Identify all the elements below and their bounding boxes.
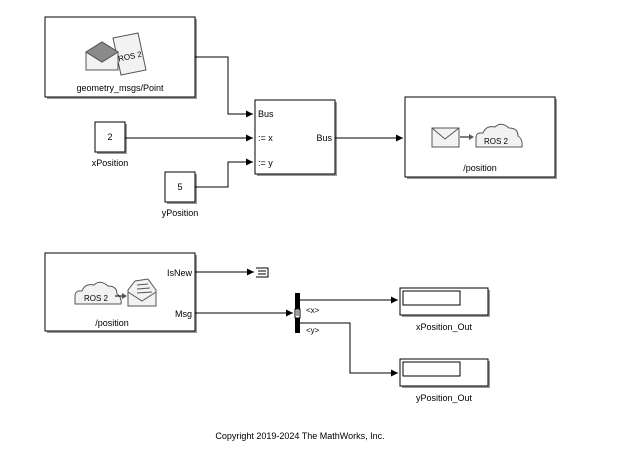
- bus-assignment-in-bus: Bus: [258, 109, 274, 119]
- x-position-constant[interactable]: 2 xPosition: [92, 121, 129, 168]
- bus-signal-line[interactable]: [195, 56, 253, 118]
- y-out-signal-line[interactable]: [300, 322, 398, 377]
- publisher-topic-label: /position: [463, 163, 497, 173]
- x-display-label: xPosition_Out: [416, 322, 473, 332]
- blank-message-label: geometry_msgs/Point: [76, 83, 164, 93]
- y-constant-value: 5: [177, 182, 182, 192]
- y-display-label: yPosition_Out: [416, 393, 473, 403]
- ros2-message-icon: ROS 2: [85, 32, 147, 76]
- y-position-constant[interactable]: 5 yPosition: [162, 171, 199, 218]
- bus-selector-out-y: <y>: [306, 326, 320, 335]
- ros2-publish-icon: ROS 2: [431, 123, 523, 148]
- y-position-out-display[interactable]: yPosition_Out: [399, 358, 490, 403]
- subscriber-port-msg: Msg: [175, 309, 192, 319]
- y-signal-line[interactable]: [195, 158, 253, 188]
- bus-selector-out-x: <x>: [306, 306, 320, 315]
- subscriber-block[interactable]: ROS 2 IsNew Msg /position: [44, 252, 197, 333]
- subscriber-port-isnew: IsNew: [167, 268, 193, 278]
- y-constant-label: yPosition: [162, 208, 199, 218]
- copyright-text: Copyright 2019-2024 The MathWorks, Inc.: [215, 431, 384, 441]
- bus-selector-block[interactable]: <x> <y>: [294, 293, 320, 335]
- x-constant-value: 2: [107, 132, 112, 142]
- bus-assignment-out: Bus: [316, 133, 332, 143]
- subscriber-topic-label: /position: [95, 318, 129, 328]
- x-constant-label: xPosition: [92, 158, 129, 168]
- ros2-subscribe-icon: ROS 2: [74, 278, 157, 307]
- terminator-block[interactable]: [256, 267, 269, 278]
- bus-assignment-block[interactable]: Bus := x := y Bus: [254, 99, 337, 176]
- svg-text:ROS 2: ROS 2: [484, 137, 509, 146]
- svg-text:ROS 2: ROS 2: [84, 294, 109, 303]
- bus-assignment-in-y: := y: [258, 158, 273, 168]
- blank-message-block[interactable]: ROS 2 geometry_msgs/Point: [44, 16, 197, 99]
- x-position-out-display[interactable]: xPosition_Out: [399, 287, 490, 332]
- publisher-block[interactable]: ROS 2 /position: [404, 96, 557, 179]
- bus-assignment-in-x: := x: [258, 133, 273, 143]
